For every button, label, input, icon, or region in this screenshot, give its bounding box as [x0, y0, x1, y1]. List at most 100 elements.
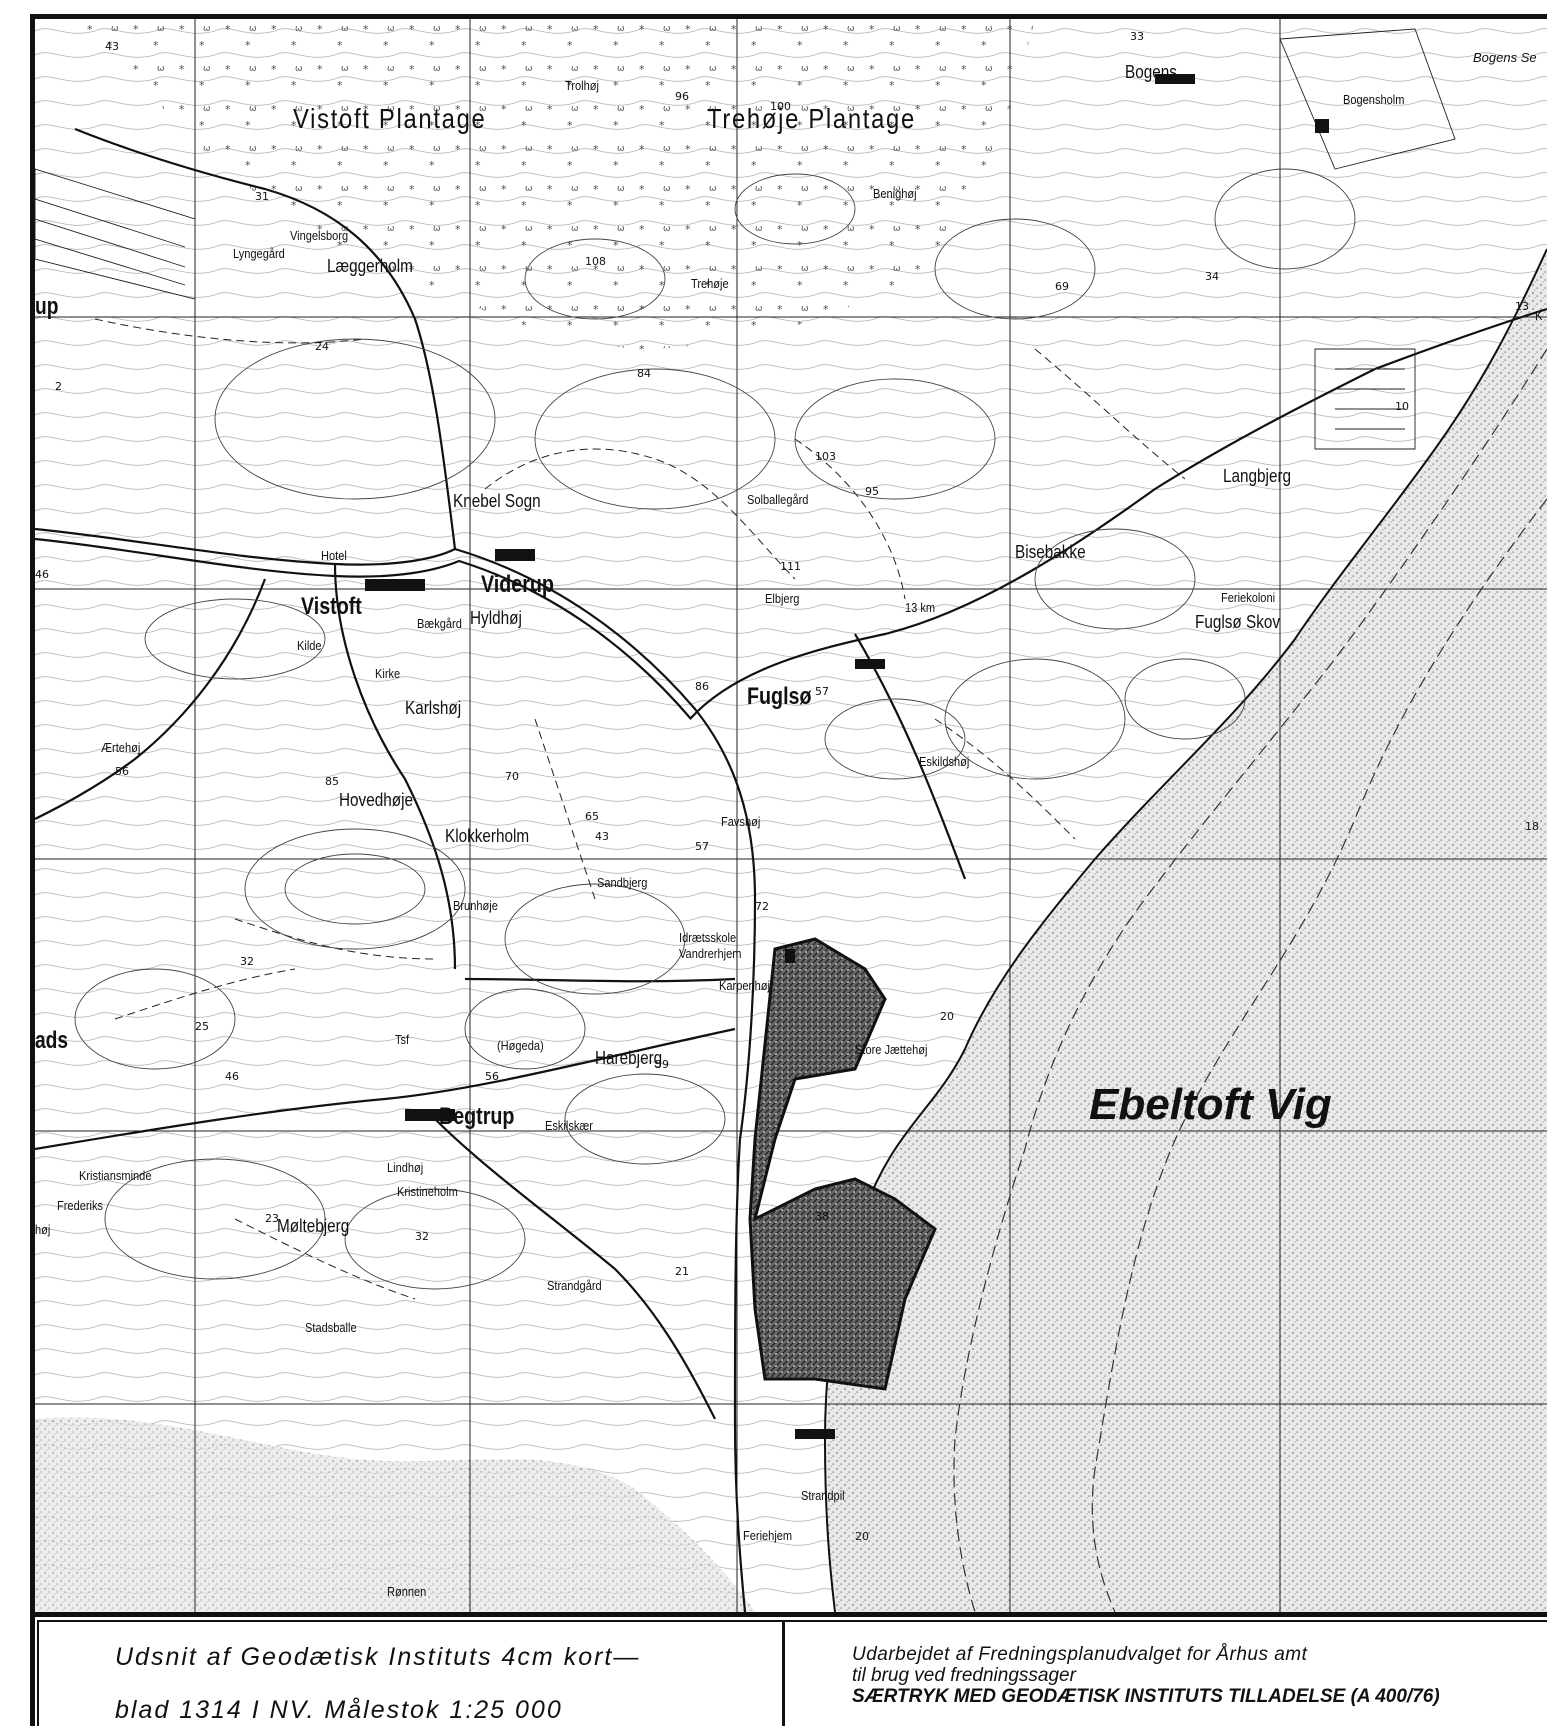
- spot-height: 32: [240, 955, 254, 968]
- label-fuglso: Fuglsø: [747, 683, 812, 710]
- spot-height: 20: [855, 1530, 869, 1543]
- label-up-edge: up: [35, 293, 59, 320]
- label-baekgard: Bækgård: [417, 616, 462, 631]
- caption-credit-line-2: til brug ved fredningssager: [852, 1665, 1076, 1686]
- spot-height: 86: [695, 680, 709, 693]
- label-bisebakke: Bisebakke: [1015, 542, 1086, 562]
- label-karpenhoj: Karpenhøj: [719, 978, 770, 993]
- spot-height: 38: [815, 1210, 829, 1223]
- label-hoj-edge: høj: [35, 1222, 51, 1237]
- forest-area: [75, 19, 1035, 349]
- label-sandbjerg: Sandbjerg: [597, 875, 648, 890]
- spot-height: 23: [265, 1212, 279, 1225]
- caption-permission-line: SÆRTRYK MED GEODÆTISK INSTITUTS TILLADEL…: [852, 1686, 1440, 1707]
- label-vistoft-plantage: Vistoft Plantage: [293, 103, 487, 134]
- caption-box: [37, 1620, 1547, 1726]
- spot-height: 111: [780, 560, 801, 573]
- label-ertehoj: Ærtehøj: [101, 740, 141, 755]
- spot-height: 108: [585, 255, 606, 268]
- label-stadsballe: Stadsballe: [305, 1320, 357, 1335]
- spot-height: 34: [1205, 270, 1219, 283]
- spot-height: 18: [1525, 820, 1539, 833]
- label-k-edge: K: [1535, 308, 1543, 323]
- spot-height: 56: [115, 765, 129, 778]
- spot-height: 2: [55, 380, 62, 393]
- label-hogeda: (Høgeda): [497, 1038, 544, 1053]
- label-ads-edge: ads: [35, 1027, 69, 1054]
- label-store-jaettehoj: Store Jættehøj: [855, 1042, 928, 1057]
- spot-height: 46: [35, 568, 49, 581]
- label-laeggerholm: Læggerholm: [327, 256, 413, 276]
- protected-area: [748, 937, 937, 1391]
- label-fuglso-skov: Fuglsø Skov: [1195, 612, 1281, 632]
- spot-height: 59: [655, 1058, 669, 1071]
- caption-frame: [30, 1612, 1547, 1726]
- caption-credit-line-1: Udarbejdet af Fredningsplanudvalget for …: [852, 1644, 1308, 1665]
- map-frame: * * ω: [30, 14, 1547, 1612]
- label-trolhoj: Trolhøj: [565, 78, 599, 93]
- label-viderup: Viderup: [481, 571, 554, 598]
- label-kristiansminde: Kristiansminde: [79, 1168, 152, 1183]
- label-eskildshoj: Eskildshøj: [919, 754, 970, 769]
- label-hotel: Hotel: [321, 548, 347, 563]
- label-trehoje: Trehøje: [691, 276, 729, 291]
- spot-height: 96: [675, 90, 689, 103]
- spot-height: 103: [815, 450, 836, 463]
- label-kirke: Kirke: [375, 666, 401, 681]
- label-feriehjem: Feriehjem: [743, 1528, 793, 1543]
- spot-height: 13: [1515, 300, 1529, 313]
- label-bogensholm: Bogensholm: [1343, 92, 1405, 107]
- bay-water: [35, 1417, 755, 1612]
- spot-height: 33: [1130, 30, 1144, 43]
- spot-height: 72: [755, 900, 769, 913]
- spot-height: 95: [865, 485, 879, 498]
- roads: [35, 127, 1547, 1612]
- caption-source-line-2: blad 1314 I NV. Målestok 1:25 000: [115, 1696, 563, 1724]
- label-karlshoj: Karlshøj: [405, 698, 462, 718]
- spot-height: 85: [325, 775, 339, 788]
- label-kilde: Kilde: [297, 638, 322, 653]
- spot-height: 65: [585, 810, 599, 823]
- label-bogens: Bogens: [1125, 62, 1177, 82]
- label-ronnen: Rønnen: [387, 1584, 427, 1599]
- spot-height: 32: [415, 1230, 429, 1243]
- label-begtrup: Begtrup: [439, 1103, 515, 1130]
- label-benighoj: Benighøj: [873, 186, 917, 201]
- label-elbjerg: Elbjerg: [765, 591, 800, 606]
- label-brunhoje: Brunhøje: [453, 898, 498, 913]
- label-hyldhoj: Hyldhøj: [470, 608, 522, 628]
- spot-height: 69: [1055, 280, 1069, 293]
- spot-height: 21: [675, 1265, 689, 1278]
- spot-height: 20: [940, 1010, 954, 1023]
- label-langbjerg: Langbjerg: [1223, 466, 1292, 486]
- label-ferriekoloni: Feriekoloni: [1221, 590, 1276, 605]
- label-moltebjerg: Møltebjerg: [277, 1216, 350, 1236]
- spot-height: 57: [815, 685, 829, 698]
- label-lindhoj: Lindhøj: [387, 1160, 424, 1175]
- spot-height: 46: [225, 1070, 239, 1083]
- spot-height: 56: [485, 1070, 499, 1083]
- label-hovedhoje: Hovedhøje: [339, 790, 413, 810]
- label-strandgard: Strandgård: [547, 1278, 602, 1293]
- spot-height: 57: [695, 840, 709, 853]
- label-trehoje-plantage: Trehøje Plantage: [707, 103, 916, 134]
- spot-height: 100: [770, 100, 791, 113]
- label-ebeltoft-vig: Ebeltoft Vig: [1089, 1080, 1332, 1129]
- label-vandrerhjem: Vandrerhjem: [679, 946, 742, 961]
- label-bogens-se: Bogens Se: [1473, 50, 1537, 65]
- label-eskilskaer: Eskilskær: [545, 1118, 593, 1133]
- label-favshoj: Favshøj: [721, 814, 761, 829]
- label-lyngegard: Lyngegård: [233, 246, 285, 261]
- label-vistoft: Vistoft: [301, 593, 362, 620]
- label-knebel-sogn: Knebel Sogn: [453, 491, 541, 511]
- label-idraetsskole: Idrætsskole: [679, 930, 737, 945]
- spot-height: 84: [637, 367, 651, 380]
- caption-divider: [782, 1620, 785, 1726]
- caption-top-rule: [30, 1612, 1547, 1617]
- spot-height: 70: [505, 770, 519, 783]
- label-km-marker: 13 km: [905, 600, 936, 615]
- label-vingelsborg: Vingelsborg: [290, 228, 349, 243]
- label-solballegard: Solballegård: [747, 492, 809, 507]
- spot-height: 31: [255, 190, 269, 203]
